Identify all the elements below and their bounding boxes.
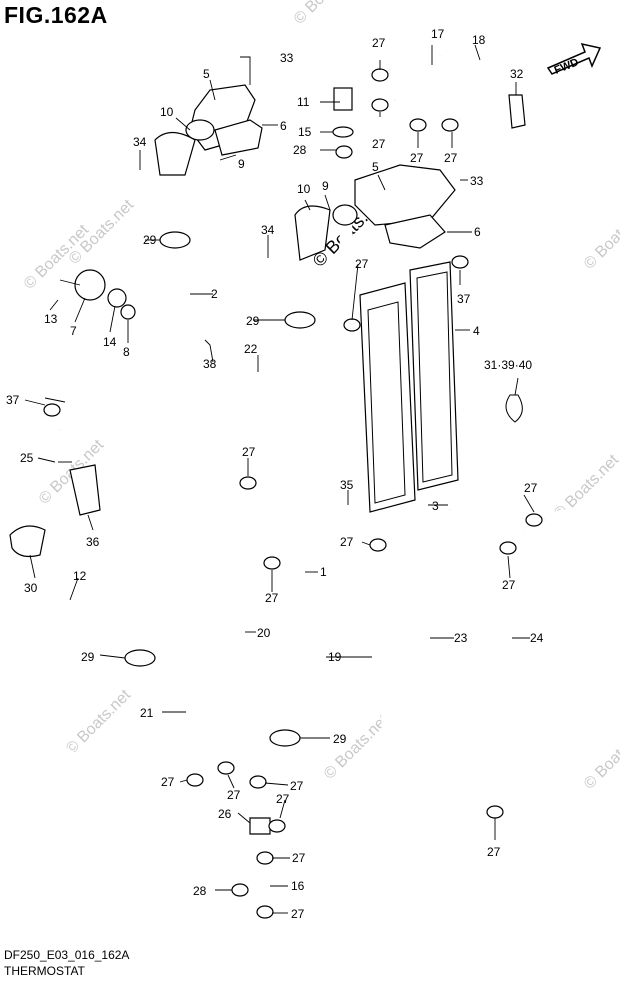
callout-26: 26 bbox=[218, 807, 232, 821]
callout-5-upper: 5 bbox=[203, 67, 210, 81]
callout-36: 36 bbox=[86, 535, 100, 549]
callout-27-bot-d: 27 bbox=[276, 792, 290, 806]
callout-3: 3 bbox=[432, 499, 439, 513]
callout-15: 15 bbox=[298, 125, 312, 139]
watermark-layer: © Boats.net © Boats.net © Boats.net © Bo… bbox=[21, 0, 620, 793]
callout-27-bot-f: 27 bbox=[291, 907, 305, 921]
callout-1: 1 bbox=[320, 565, 327, 579]
callout-19: 19 bbox=[328, 650, 342, 664]
callout-27-bot-c: 27 bbox=[290, 779, 304, 793]
callout-6-lower: 6 bbox=[474, 225, 481, 239]
callout-29-upper: 29 bbox=[143, 233, 157, 247]
callout-14: 14 bbox=[103, 335, 117, 349]
callout-27-right-a: 27 bbox=[524, 481, 538, 495]
callout-17: 17 bbox=[431, 27, 445, 41]
callout-12: 12 bbox=[73, 569, 87, 583]
callout-16: 16 bbox=[291, 879, 305, 893]
callout-34-upper: 34 bbox=[133, 135, 147, 149]
callout-28-upper: 28 bbox=[293, 143, 307, 157]
callout-13: 13 bbox=[44, 312, 58, 326]
section-name: THERMOSTAT bbox=[4, 964, 85, 978]
callout-labels: 33 5 10 6 9 34 29 11 15 28 10 9 5 33 6 3… bbox=[6, 27, 544, 921]
callout-27-bot-g: 27 bbox=[487, 845, 501, 859]
callout-27-right-b: 27 bbox=[502, 578, 516, 592]
callout-24: 24 bbox=[530, 631, 544, 645]
fwd-arrow-icon: FWD bbox=[546, 42, 602, 77]
callout-38: 38 bbox=[203, 357, 217, 371]
hose-layer bbox=[2, 45, 616, 887]
callout-27-bot-b: 27 bbox=[227, 788, 241, 802]
watermark: © Boats.net bbox=[63, 686, 135, 758]
callout-33-upper: 33 bbox=[280, 51, 294, 65]
callout-29-bottom: 29 bbox=[333, 732, 347, 746]
callout-35: 35 bbox=[340, 478, 354, 492]
callout-23: 23 bbox=[454, 631, 468, 645]
figure-title: FIG.162A bbox=[4, 2, 108, 28]
callout-27-bot-a: 27 bbox=[161, 775, 175, 789]
thermostat-cover-upper bbox=[154, 84, 263, 176]
callout-27-bot-e: 27 bbox=[292, 851, 306, 865]
callout-29-mid: 29 bbox=[246, 314, 260, 328]
callout-10-lower: 10 bbox=[297, 182, 311, 196]
callout-8: 8 bbox=[123, 345, 130, 359]
drawing-code: DF250_E03_016_162A bbox=[4, 948, 130, 962]
leader-lines bbox=[24, 44, 535, 914]
callout-30: 30 bbox=[24, 581, 38, 595]
callout-37-right: 37 bbox=[457, 292, 471, 306]
svg-text:FWD: FWD bbox=[553, 56, 581, 77]
callout-27-mid-b: 27 bbox=[242, 445, 256, 459]
callout-27-top-c: 27 bbox=[410, 151, 424, 165]
watermark: © Boats.net bbox=[581, 201, 620, 273]
callout-9-upper: 9 bbox=[238, 157, 245, 171]
callout-25: 25 bbox=[20, 451, 34, 465]
callout-18: 18 bbox=[472, 33, 486, 47]
callout-33-lower: 33 bbox=[470, 174, 484, 188]
callout-21: 21 bbox=[140, 706, 154, 720]
callout-31-39-40: 31·39·40 bbox=[484, 358, 532, 372]
callout-27-top-d: 27 bbox=[444, 151, 458, 165]
callout-37-left: 37 bbox=[6, 393, 20, 407]
callout-28-lower: 28 bbox=[193, 884, 207, 898]
watermark: © Boats.net bbox=[291, 0, 363, 28]
callout-4: 4 bbox=[473, 324, 480, 338]
watermark: © Boats.net bbox=[581, 721, 620, 793]
part-small-items bbox=[9, 87, 526, 835]
callout-10-upper: 10 bbox=[160, 105, 174, 119]
hose-clamps bbox=[43, 68, 543, 919]
callout-27-gasket: 27 bbox=[355, 257, 369, 271]
callout-9-lower: 9 bbox=[322, 179, 329, 193]
callout-6-upper: 6 bbox=[280, 119, 287, 133]
callout-34-lower: 34 bbox=[261, 223, 275, 237]
callout-22: 22 bbox=[244, 342, 258, 356]
callout-27-mid-c: 27 bbox=[265, 591, 279, 605]
callout-27-top-b: 27 bbox=[372, 137, 386, 151]
callout-11: 11 bbox=[297, 95, 310, 109]
exhaust-cover-gasket bbox=[359, 261, 459, 513]
callout-7: 7 bbox=[70, 324, 77, 338]
callout-5-lower: 5 bbox=[372, 160, 379, 174]
thermostat-cover-lower bbox=[294, 164, 456, 261]
callout-2: 2 bbox=[211, 287, 218, 301]
callout-20: 20 bbox=[257, 626, 271, 640]
callout-29-left: 29 bbox=[81, 650, 95, 664]
callout-32: 32 bbox=[510, 67, 524, 81]
callout-27-mid-a: 27 bbox=[340, 535, 354, 549]
callout-27-top-a: 27 bbox=[372, 36, 386, 50]
